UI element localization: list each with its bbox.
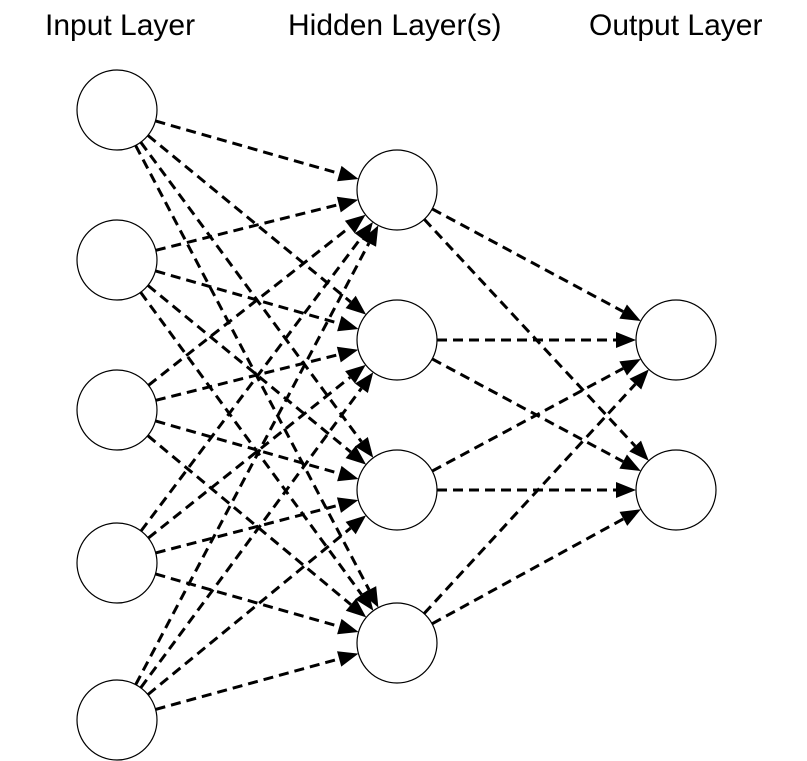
edge-hidden-1-to-output-1-arrowhead: [619, 304, 641, 322]
output-node-1: [635, 299, 717, 381]
edge-input-3-to-hidden-3-arrowhead: [337, 465, 359, 482]
edge-input-1-to-hidden-3: [139, 141, 363, 443]
edge-input-3-to-hidden-2: [155, 353, 340, 402]
edge-hidden-2-to-output-2: [431, 357, 624, 463]
edge-input-1-to-hidden-4: [134, 144, 371, 591]
edge-input-1-to-hidden-2-arrowhead: [345, 295, 367, 315]
edge-hidden-1-to-output-2: [423, 218, 637, 448]
input-node-3: [76, 369, 158, 451]
input-node-5: [76, 679, 158, 761]
edge-input-4-to-hidden-4: [155, 572, 340, 628]
edge-hidden-1-to-output-2-arrowhead: [629, 440, 649, 461]
edge-input-3-to-hidden-3: [155, 419, 340, 475]
edge-hidden-4-to-output-2: [431, 517, 625, 626]
edge-input-1-to-hidden-2: [146, 134, 352, 304]
edge-input-5-to-hidden-1: [134, 242, 371, 686]
edge-input-5-to-hidden-4-arrowhead: [337, 651, 359, 667]
input-layer-title: Input Layer: [45, 9, 196, 42]
edge-input-1-to-hidden-3-arrowhead: [354, 436, 374, 458]
hidden-layer-title: Hidden Layer(s): [288, 9, 502, 42]
edge-input-2-to-hidden-4-arrowhead: [355, 589, 374, 611]
edge-input-5-to-hidden-2: [139, 387, 363, 689]
edge-input-4-to-hidden-1: [139, 237, 363, 532]
edge-input-2-to-hidden-4: [139, 291, 363, 596]
edge-input-1-to-hidden-1: [155, 119, 340, 175]
edge-input-4-to-hidden-3-arrowhead: [336, 497, 359, 513]
edge-input-4-to-hidden-4-arrowhead: [337, 618, 359, 635]
edge-input-3-to-hidden-2-arrowhead: [336, 346, 359, 363]
edge-input-5-to-hidden-3: [146, 526, 352, 696]
edge-hidden-3-to-output-1: [431, 367, 624, 473]
edge-hidden-2-to-output-2-arrowhead: [619, 454, 641, 472]
edge-input-5-to-hidden-4: [155, 657, 340, 711]
edge-hidden-2-to-output-1-arrowhead: [616, 332, 636, 348]
input-node-1: [76, 69, 158, 151]
edge-input-4-to-hidden-2-arrowhead: [345, 364, 366, 384]
edge-input-2-to-hidden-2-arrowhead: [337, 315, 359, 332]
hidden-node-2: [356, 299, 438, 381]
edge-hidden-1-to-output-1: [431, 207, 624, 313]
edge-hidden-3-to-output-2-arrowhead: [616, 482, 636, 498]
edge-input-5-to-hidden-2-arrowhead: [354, 372, 374, 394]
edge-input-5-to-hidden-1-arrowhead: [361, 225, 379, 247]
input-node-4: [76, 522, 158, 604]
edge-input-3-to-hidden-1-arrowhead: [344, 214, 366, 234]
edge-input-2-to-hidden-3: [146, 284, 352, 454]
edge-hidden-4-to-output-1: [422, 383, 637, 615]
edge-input-2-to-hidden-1-arrowhead: [336, 196, 359, 213]
edge-input-4-to-hidden-3: [155, 503, 340, 555]
edge-input-4-to-hidden-2: [147, 376, 352, 540]
edge-input-2-to-hidden-1: [155, 203, 340, 252]
output-layer-title: Output Layer: [589, 9, 763, 42]
edge-hidden-4-to-output-1-arrowhead: [629, 369, 649, 390]
edge-input-1-to-hidden-1-arrowhead: [337, 165, 359, 182]
edge-input-2-to-hidden-3-arrowhead: [345, 445, 367, 465]
nodes-group: [76, 69, 717, 761]
connections-group: [134, 119, 649, 711]
output-node-2: [635, 449, 717, 531]
edge-input-3-to-hidden-4-arrowhead: [345, 598, 367, 618]
edge-input-5-to-hidden-3-arrowhead: [345, 515, 367, 535]
input-node-2: [76, 219, 158, 301]
edge-input-3-to-hidden-1: [147, 225, 351, 387]
edge-hidden-4-to-output-2-arrowhead: [619, 509, 641, 526]
edge-input-3-to-hidden-4: [146, 434, 352, 606]
hidden-node-1: [356, 149, 438, 231]
edge-hidden-3-to-output-1-arrowhead: [619, 358, 641, 376]
hidden-node-4: [356, 602, 438, 684]
edge-input-2-to-hidden-2: [155, 269, 340, 325]
hidden-node-3: [356, 449, 438, 531]
